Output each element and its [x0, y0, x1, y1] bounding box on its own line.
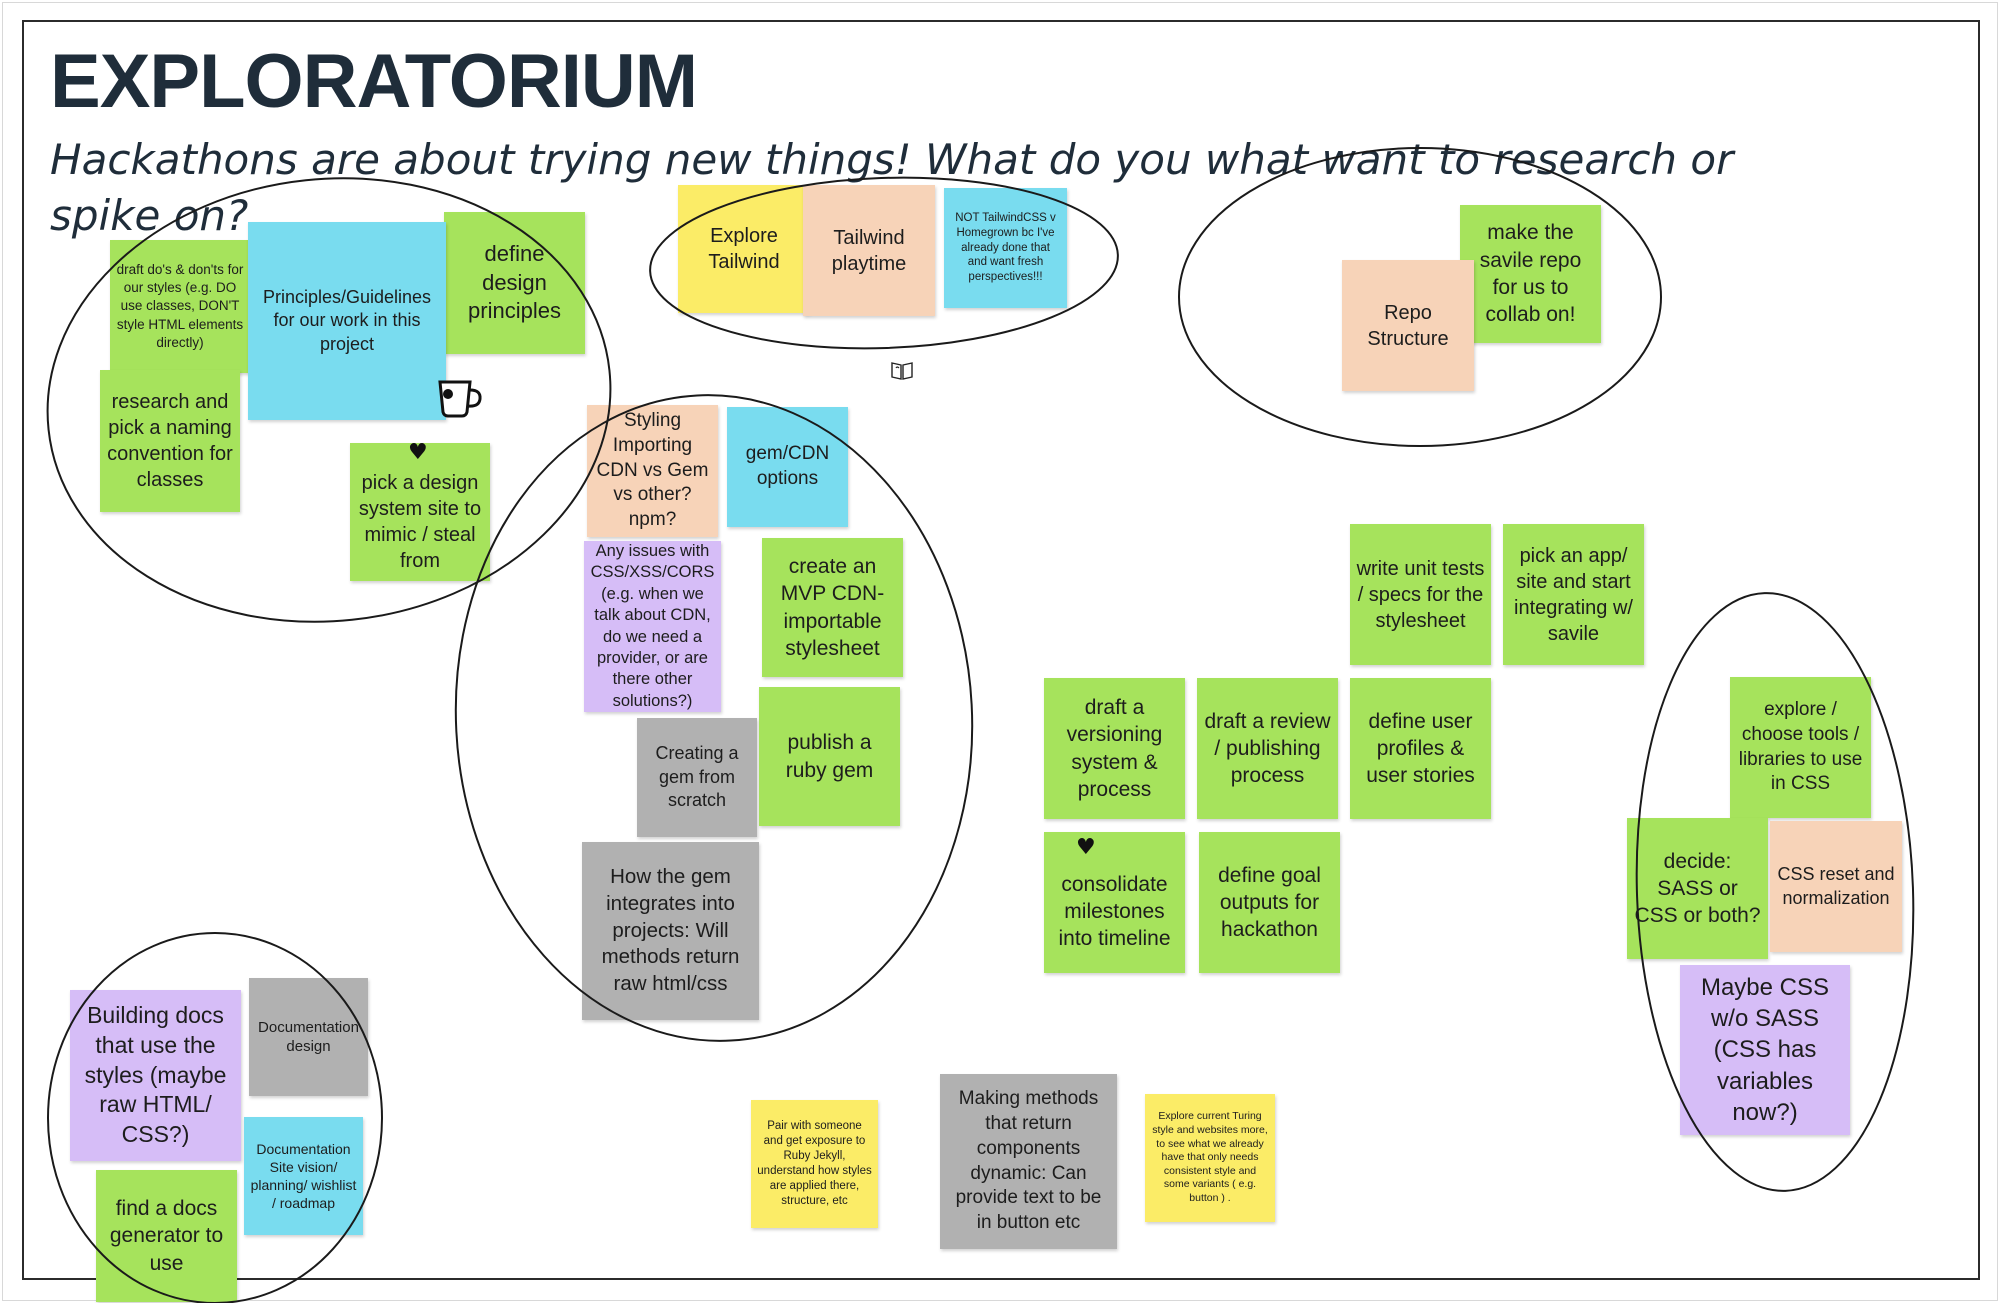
sticky-note-documentation-site[interactable]: Documentation Site vision/ planning/ wis… — [244, 1117, 363, 1235]
sticky-note-text: publish a ruby gem — [785, 731, 874, 782]
sticky-note-text: find a docs generator to use — [109, 1197, 224, 1275]
sticky-note-define-user-profiles[interactable]: define user profiles & user stories — [1350, 678, 1491, 819]
sticky-note-gem-cdn-options[interactable]: gem/CDN options — [727, 407, 848, 527]
sticky-note-css-reset[interactable]: CSS reset and normalization — [1770, 821, 1902, 952]
sticky-note-explore-turing[interactable]: Explore current Turing style and website… — [1145, 1094, 1275, 1222]
sticky-note-text: Making methods that return components dy… — [955, 1088, 1102, 1233]
sticky-note-text: define user profiles & user stories — [1366, 709, 1475, 788]
sticky-note-text: Explore current Turing style and website… — [1152, 1110, 1268, 1205]
sticky-note-text: Explore Tailwind — [708, 225, 780, 273]
sticky-note-text: Documentation design — [258, 1018, 359, 1056]
sticky-note-text: pick a design system site to mimic / ste… — [358, 472, 482, 572]
sticky-note-pair-with-someone[interactable]: Pair with someone and get exposure to Ru… — [751, 1100, 878, 1228]
sticky-note-text: explore / choose tools / libraries to us… — [1738, 699, 1863, 795]
sticky-note-text: research and pick a naming convention fo… — [107, 391, 233, 491]
sticky-note-publish-gem[interactable]: publish a ruby gem — [759, 687, 900, 826]
sticky-note-text: Styling Importing CDN vs Gem vs other? n… — [596, 410, 709, 531]
sticky-note-text: create an MVP CDN-importable stylesheet — [780, 554, 885, 660]
sticky-note-text: How the gem integrates into projects: Wi… — [601, 865, 740, 995]
sticky-note-text: CSS reset and normalization — [1777, 864, 1895, 908]
sticky-note-make-savile-repo[interactable]: make the savile repo for us to collab on… — [1460, 205, 1601, 343]
sticky-note-maybe-css[interactable]: Maybe CSS w/o SASS (CSS has variables no… — [1680, 965, 1850, 1135]
heart-icon[interactable]: ♥ — [1076, 835, 1096, 860]
sticky-note-styling-importing[interactable]: Styling Importing CDN vs Gem vs other? n… — [587, 405, 718, 537]
sticky-note-text: draft do's & don'ts for our styles (e.g.… — [116, 261, 244, 350]
sticky-note-not-tailwind[interactable]: NOT TailwindCSS v Homegrown bc I've alre… — [944, 188, 1067, 308]
sticky-note-text: Tailwind playtime — [831, 226, 907, 275]
sticky-note-text: Documentation Site vision/ planning/ wis… — [250, 1140, 357, 1212]
sticky-note-text: Principles/Guidelines for our work in th… — [262, 286, 432, 354]
sticky-note-tailwind-playtime[interactable]: Tailwind playtime — [803, 185, 935, 316]
sticky-note-text: Maybe CSS w/o SASS (CSS has variables no… — [1700, 974, 1830, 1126]
sticky-note-text: gem/CDN options — [745, 443, 830, 489]
sticky-note-css-xss-cors[interactable]: Any issues with CSS/XSS/CORS (e.g. when … — [584, 541, 721, 712]
sticky-note-text: define design principles — [468, 241, 561, 324]
sticky-note-text: Pair with someone and get exposure to Ru… — [757, 1120, 872, 1207]
sticky-note-find-docs-generator[interactable]: find a docs generator to use — [96, 1170, 237, 1302]
coffee-cup-icon[interactable] — [434, 378, 484, 420]
sticky-note-text: NOT TailwindCSS v Homegrown bc I've alre… — [955, 211, 1056, 284]
sticky-note-text: make the savile repo for us to collab on… — [1479, 221, 1582, 327]
sticky-note-mvp-cdn[interactable]: create an MVP CDN-importable stylesheet — [762, 538, 903, 677]
sticky-note-repo-structure[interactable]: Repo Structure — [1342, 260, 1474, 391]
board-title[interactable]: EXPLORATORIUM — [50, 39, 698, 124]
sticky-note-draft-review[interactable]: draft a review / publishing process — [1197, 678, 1338, 819]
sticky-note-define-design-principles[interactable]: define design principles — [444, 212, 585, 354]
sticky-note-text: Creating a gem from scratch — [655, 743, 739, 811]
sticky-note-consolidate-milestones[interactable]: consolidate milestones into timeline — [1044, 832, 1185, 973]
sticky-note-making-methods[interactable]: Making methods that return components dy… — [940, 1074, 1117, 1249]
sticky-note-text: Repo Structure — [1367, 301, 1449, 350]
sticky-note-explore-choose-tools[interactable]: explore / choose tools / libraries to us… — [1730, 677, 1871, 818]
sticky-note-define-goal-outputs[interactable]: define goal outputs for hackathon — [1199, 832, 1340, 973]
sticky-note-text: consolidate milestones into timeline — [1058, 872, 1171, 951]
sticky-note-text: Any issues with CSS/XSS/CORS (e.g. when … — [590, 541, 715, 710]
sticky-note-write-unit-tests[interactable]: write unit tests / specs for the stylesh… — [1350, 524, 1491, 665]
sticky-note-text: draft a versioning system & process — [1066, 695, 1163, 801]
sticky-note-text: Building docs that use the styles (maybe… — [84, 1001, 227, 1148]
sticky-note-draft-dos-donts[interactable]: draft do's & don'ts for our styles (e.g.… — [110, 240, 250, 373]
sticky-note-text: draft a review / publishing process — [1204, 709, 1331, 788]
sticky-note-explore-tailwind[interactable]: Explore Tailwind — [678, 185, 810, 313]
sticky-note-documentation-design[interactable]: Documentation design — [249, 978, 368, 1096]
heart-icon[interactable]: ♥ — [408, 440, 428, 465]
sticky-note-text: define goal outputs for hackathon — [1218, 863, 1321, 942]
sticky-note-building-docs[interactable]: Building docs that use the styles (maybe… — [70, 990, 241, 1161]
sticky-note-text: write unit tests / specs for the stylesh… — [1356, 557, 1485, 632]
sticky-note-gem-integrates[interactable]: How the gem integrates into projects: Wi… — [582, 842, 759, 1020]
sticky-note-text: pick an app/ site and start integrating … — [1514, 544, 1633, 645]
sticky-note-research-naming[interactable]: research and pick a naming convention fo… — [100, 370, 240, 512]
sticky-note-pick-app-site[interactable]: pick an app/ site and start integrating … — [1503, 524, 1644, 665]
sticky-note-draft-versioning[interactable]: draft a versioning system & process — [1044, 678, 1185, 819]
sticky-note-decide-sass[interactable]: decide: SASS or CSS or both? — [1627, 818, 1768, 959]
book-icon[interactable] — [890, 360, 914, 382]
sticky-note-principles-guidelines[interactable]: Principles/Guidelines for our work in th… — [248, 222, 446, 420]
board-frame — [22, 20, 1980, 1280]
sticky-note-text: decide: SASS or CSS or both? — [1634, 849, 1761, 928]
sticky-note-creating-gem[interactable]: Creating a gem from scratch — [637, 718, 757, 837]
